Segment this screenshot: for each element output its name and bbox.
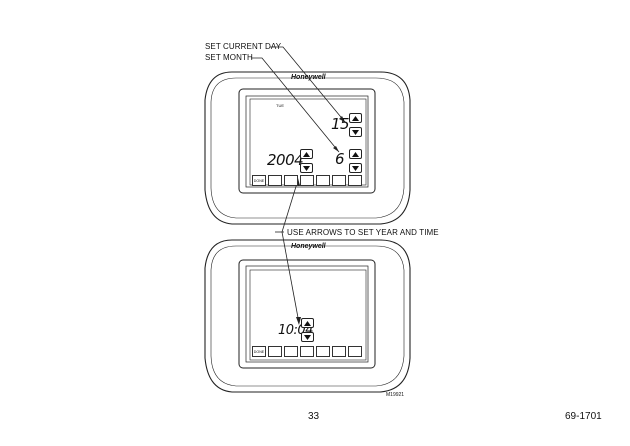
document-number: 69-1701 — [565, 411, 602, 422]
callout-set-current-day: SET CURRENT DAY — [205, 42, 282, 51]
month-value: 6 — [335, 150, 345, 168]
day-up-button[interactable] — [349, 113, 362, 123]
top-soft-button[interactable] — [284, 175, 298, 186]
year-down-button[interactable] — [300, 163, 313, 173]
month-down-button[interactable] — [349, 163, 362, 173]
bottom-soft-button[interactable] — [300, 346, 314, 357]
day-indicator: TUE — [276, 103, 284, 108]
bottom-soft-button-row: DONE — [252, 346, 362, 357]
bottom-soft-button[interactable] — [284, 346, 298, 357]
leader-arrowheads — [295, 116, 345, 325]
bottom-soft-button[interactable] — [332, 346, 346, 357]
down-arrow-icon — [303, 165, 310, 171]
page-number: 33 — [308, 411, 320, 422]
time-down-button[interactable] — [301, 332, 314, 342]
down-arrow-icon — [304, 334, 311, 340]
thermostat-top-brand-logo: Honeywell — [291, 74, 326, 81]
up-arrow-icon — [303, 151, 310, 157]
callout-use-arrows: USE ARROWS TO SET YEAR AND TIME — [287, 228, 439, 237]
figure-id: M19921 — [386, 392, 405, 398]
thermostat-bottom-housing — [204, 239, 411, 393]
bottom-soft-button[interactable] — [268, 346, 282, 357]
month-up-button[interactable] — [349, 149, 362, 159]
bottom-done-button[interactable]: DONE — [252, 346, 266, 357]
up-arrow-icon — [352, 151, 359, 157]
thermostat-bottom-brand-logo: Honeywell — [291, 243, 326, 250]
callout-set-month: SET MONTH — [205, 53, 253, 62]
top-soft-button-row: DONE — [252, 175, 362, 186]
top-soft-button[interactable] — [300, 175, 314, 186]
up-arrow-icon — [352, 115, 359, 121]
top-soft-button[interactable] — [348, 175, 362, 186]
top-soft-button[interactable] — [332, 175, 346, 186]
down-arrow-icon — [352, 165, 359, 171]
leader-lines — [251, 46, 346, 324]
top-soft-button[interactable] — [316, 175, 330, 186]
day-down-button[interactable] — [349, 127, 362, 137]
up-arrow-icon — [304, 320, 311, 326]
top-soft-button[interactable] — [268, 175, 282, 186]
bottom-soft-button[interactable] — [316, 346, 330, 357]
time-up-button[interactable] — [301, 318, 314, 328]
down-arrow-icon — [352, 129, 359, 135]
year-up-button[interactable] — [300, 149, 313, 159]
thermostat-top-housing — [204, 71, 411, 225]
top-done-button[interactable]: DONE — [252, 175, 266, 186]
day-value: 15 — [331, 115, 350, 133]
bottom-soft-button[interactable] — [348, 346, 362, 357]
year-value: 2004 — [267, 151, 304, 169]
